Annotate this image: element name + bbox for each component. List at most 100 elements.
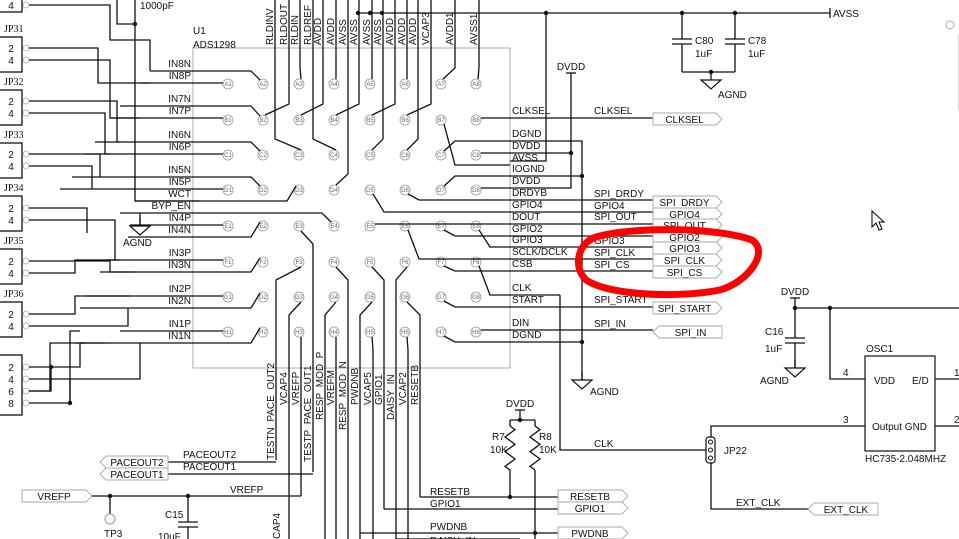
ball-pad	[293, 114, 305, 126]
ball-C1: C1	[222, 149, 234, 161]
pwdnb-port-label: PWDNB	[571, 529, 609, 539]
ball-id: D4	[330, 188, 338, 194]
wire	[371, 0, 396, 116]
vrefp-port-flag[interactable]	[21, 489, 93, 503]
pin-label-right-drdyb: DRDYB	[512, 188, 547, 199]
ball-pad	[399, 149, 411, 161]
r7-value: 10K	[490, 445, 508, 456]
net-label-pwdnb: PWDNB	[430, 522, 468, 533]
ball-id: C5	[366, 153, 374, 159]
pin-label-top-avss: AVSS	[349, 19, 360, 45]
net-label-clksel: CLKSEL	[594, 106, 633, 117]
resetb-port-flag[interactable]	[557, 489, 629, 503]
spi-in-port-flag[interactable]	[652, 325, 723, 339]
pin-label-right-dout: DOUT	[512, 212, 540, 223]
ball-pad	[257, 78, 269, 90]
agnd-label: AGND	[760, 376, 789, 387]
dgnd-vertical	[510, 140, 583, 380]
pwdnb-port-flag[interactable]	[557, 526, 629, 539]
pin-label-top-rldin: RLDIN	[290, 15, 301, 45]
connector-pin	[22, 204, 30, 212]
jumper-pin	[708, 455, 713, 461]
ball-id: D5	[366, 188, 374, 194]
ball-G1: G1	[222, 291, 234, 303]
ball-F1: F1	[222, 256, 234, 268]
connector-pin	[22, 310, 30, 318]
connector-pin-number: 4	[8, 216, 14, 227]
ball-id: G2	[259, 295, 268, 301]
net-label-clk: CLK	[594, 439, 614, 450]
ball-id: C1	[224, 153, 232, 159]
ext-clk-port-label: EXT_CLK	[824, 505, 869, 516]
pin-label-bottom-testn-pace-out2: TESTN_PACE_OUT2	[266, 363, 277, 460]
spi-drdy-port-flag[interactable]	[652, 195, 723, 209]
connector-pin-number: 4	[8, 162, 14, 173]
c78-ref: C78	[748, 36, 767, 47]
ext-clk-wire	[710, 463, 808, 510]
connector-pin	[22, 150, 30, 158]
dvdd-vertical	[510, 73, 572, 189]
ball-pad	[293, 149, 305, 161]
gpio4-port-flag[interactable]	[652, 207, 723, 221]
ball-E1: E1	[222, 220, 234, 232]
ball-id: G8	[472, 295, 481, 301]
gpio3-port-label: GPIO3	[669, 244, 700, 255]
avss-net-label: AVSS	[833, 9, 859, 20]
agnd-label: AGND	[718, 90, 747, 101]
ball-id: G4	[330, 295, 339, 301]
pin-label-in4n: IN4N	[168, 225, 191, 236]
ball-pad	[293, 291, 305, 303]
spi-start-port-flag[interactable]	[652, 301, 723, 315]
ball-pad	[222, 184, 234, 196]
pin-label-top-avdd: AVDD	[313, 18, 324, 45]
connector-pin-number: 2	[8, 44, 14, 55]
pin-label-bottom-gpio1: GPIO1	[374, 374, 385, 405]
net-label-spi-in: SPI_IN	[594, 319, 626, 330]
pin-label-top-avss: AVSS	[362, 19, 373, 45]
ball-pad	[328, 326, 340, 338]
ball-id: E2	[259, 224, 267, 230]
dvdd-label: DVDD	[557, 62, 585, 73]
clksel-port-flag[interactable]	[652, 112, 723, 126]
ball-id: A6	[401, 82, 409, 88]
pin-label-right-clk: CLK	[512, 283, 532, 294]
ball-id: G6	[401, 295, 410, 301]
wire	[264, 0, 290, 116]
wire	[443, 229, 653, 237]
wire	[29, 207, 88, 233]
spi-clk-port-flag[interactable]	[652, 253, 723, 267]
pin-label-in6n: IN6N	[168, 130, 191, 141]
mouse-pointer-icon	[871, 209, 886, 231]
ball-pad	[328, 184, 340, 196]
ball-pad	[399, 184, 411, 196]
wire	[29, 4, 151, 71]
connector-pin-number: 2	[8, 257, 14, 268]
spi-cs-port-flag[interactable]	[652, 265, 723, 279]
ball-G5: G5	[364, 291, 376, 303]
connector-body	[0, 142, 23, 179]
ball-id: D3	[295, 188, 303, 194]
ball-pad	[222, 220, 234, 232]
gpio1-port-flag[interactable]	[557, 501, 629, 515]
jumper-jp22[interactable]	[705, 436, 716, 464]
ball-pad	[364, 149, 376, 161]
wire	[300, 0, 324, 116]
gpio3-port-flag[interactable]	[652, 241, 723, 255]
ball-D7: D7	[435, 184, 447, 196]
paceout1-port-flag[interactable]	[99, 467, 169, 481]
ext-clk-port-flag[interactable]	[807, 502, 879, 516]
ball-id: B7	[437, 118, 445, 124]
wire	[29, 153, 101, 177]
ball-pad	[364, 291, 376, 303]
connector-j0[interactable]: 4	[0, 0, 30, 13]
ball-pad	[328, 114, 340, 126]
ball-pad	[364, 220, 376, 232]
paceout2-port-flag[interactable]	[99, 455, 169, 469]
